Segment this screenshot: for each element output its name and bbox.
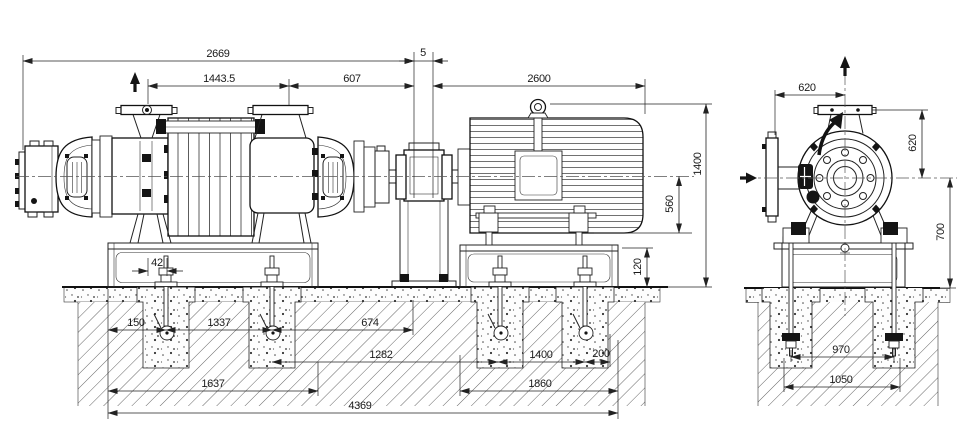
dim-coupling-gap: 5 xyxy=(420,47,426,59)
coupling-half xyxy=(395,154,407,200)
anchor-bolt xyxy=(487,255,512,341)
dim-center-height-above-foundation: 700 xyxy=(935,223,947,241)
suction-flange xyxy=(765,137,779,217)
motor-base-frame xyxy=(459,244,619,288)
pump-casing-second xyxy=(249,137,318,214)
anchor-bolt xyxy=(572,255,597,341)
pump-assembly xyxy=(15,72,406,244)
flow-up-arrow-icon xyxy=(130,72,140,92)
flow-in-arrow-icon xyxy=(740,172,757,184)
stage-barrel xyxy=(156,117,265,237)
drive-motor xyxy=(457,98,644,246)
dim-frame-edge-to-first-bolt: 150 xyxy=(127,317,145,329)
dim-suction-flange-to-center: 620 xyxy=(798,82,816,94)
dim-pump-overall-length: 2669 xyxy=(206,48,229,60)
flow-up-arrow-icon xyxy=(840,56,850,76)
dim-pump-base-frame-length: 1637 xyxy=(201,378,224,390)
dim-second-bolt-to-coupling: 674 xyxy=(361,317,379,329)
pump-right-bearing-unit xyxy=(374,145,390,204)
drain-cock xyxy=(806,190,820,204)
anchor-bolt xyxy=(259,255,284,341)
coupling-pedestal xyxy=(391,142,462,288)
pump-left-bearing-unit xyxy=(15,140,59,218)
end-view: 620 620 700 970 1050 xyxy=(740,56,957,406)
terminal-box xyxy=(514,150,563,201)
dim-pump-nozzle-span: 1443.5 xyxy=(203,73,235,85)
dim-foundation-pocket-span: 1050 xyxy=(829,374,852,386)
dim-pump-anchor-bolt-span: 1337 xyxy=(207,317,230,329)
pump-casing-first xyxy=(111,137,173,215)
lifting-eye-icon xyxy=(529,98,547,116)
rotation-arrow-icon xyxy=(817,120,837,156)
dim-center-to-discharge-flange: 620 xyxy=(907,134,919,152)
dim-anchor-bolt-span: 970 xyxy=(832,344,850,356)
pump-support-leg xyxy=(129,213,172,244)
dim-base-frame-height: 120 xyxy=(632,258,644,276)
dim-overall-height: 1400 xyxy=(692,152,704,175)
foundation-front xyxy=(62,286,712,406)
dim-motor-shaft-height: 560 xyxy=(664,195,676,213)
casing-bolt-circle xyxy=(815,148,875,208)
dim-bolt-to-frame-edge: 42 xyxy=(151,257,163,269)
front-dimensions: 2669 5 1443.5 607 2600 1400 560 120 42 xyxy=(22,47,712,419)
dim-nozzle-to-coupling: 607 xyxy=(343,73,361,85)
dim-motor-bolt-to-frame-end: 200 xyxy=(592,348,610,360)
front-view: 2669 5 1443.5 607 2600 1400 560 120 42 xyxy=(15,47,712,419)
pump-support-leg xyxy=(251,212,312,244)
foundation-end xyxy=(744,287,956,406)
suction-nozzle xyxy=(247,104,314,139)
motor-foot xyxy=(568,212,589,233)
rotation-arrow-head-icon xyxy=(829,112,843,129)
coupling-half xyxy=(441,154,453,200)
motor-end-bracket xyxy=(457,148,471,206)
pump-right-housing xyxy=(317,136,355,218)
dim-motor-base-frame-length: 1860 xyxy=(528,378,551,390)
motor-foot xyxy=(478,212,499,233)
dim-overall-base-length: 4369 xyxy=(348,400,371,412)
pump-end-view xyxy=(762,104,908,254)
pump-left-housing xyxy=(55,136,93,218)
dim-motor-anchor-bolt-span: 1400 xyxy=(529,349,552,361)
dim-second-bolt-to-motor-bolt: 1282 xyxy=(369,349,392,361)
dim-motor-length: 2600 xyxy=(527,73,550,85)
pump-base-frame xyxy=(107,242,319,288)
end-dimensions: 620 620 700 970 1050 xyxy=(774,82,953,392)
